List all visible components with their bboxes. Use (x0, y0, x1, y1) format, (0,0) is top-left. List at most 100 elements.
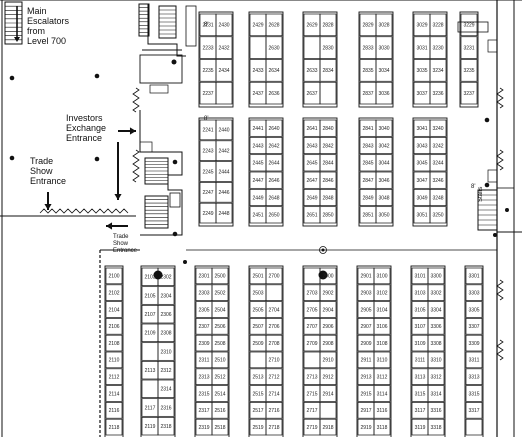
service-room (185, 5, 197, 47)
booth-number: 3235 (463, 68, 474, 74)
booth-block (198, 117, 234, 227)
booth (373, 267, 391, 285)
booth-number: 3114 (377, 391, 388, 397)
booth (319, 284, 337, 301)
booth (429, 13, 447, 37)
booth-number: 3102 (376, 291, 387, 297)
booth (319, 154, 337, 172)
booth-number: 2440 (218, 128, 229, 134)
booth-number: 3041 (416, 126, 427, 132)
booth-number: 2716 (268, 408, 279, 414)
booth (460, 59, 478, 82)
booth (429, 188, 447, 207)
booth-number: 2629 (306, 23, 317, 29)
booth-number: 3105 (414, 307, 425, 313)
booth (105, 385, 123, 402)
booth-number: 2909 (360, 341, 371, 347)
booth-number: 2846 (322, 178, 333, 184)
booth (429, 36, 447, 59)
booth-number: 2314 (160, 387, 171, 393)
column-dot (9, 155, 15, 161)
booth-number: 2502 (214, 291, 225, 297)
booth-number: 2308 (160, 331, 171, 337)
booth-number: 3248 (432, 195, 443, 201)
booth-number: 3316 (430, 408, 441, 414)
width-note-1: 8' (204, 22, 209, 28)
booth-number: 2448 (218, 211, 229, 217)
booth-number: 2906 (322, 324, 333, 330)
door-zigzag (496, 279, 504, 301)
main-escalators-label: Main Escalators from Level 700 (27, 6, 70, 46)
booth-block (412, 11, 448, 108)
booth-number: 2835 (362, 68, 373, 74)
booth-number: 3108 (376, 341, 387, 347)
booth-number: 2645 (306, 161, 317, 167)
booth-number: 2245 (202, 169, 213, 175)
booth (460, 81, 478, 105)
width-note-3: 8' (471, 184, 476, 190)
booth (249, 351, 267, 369)
booth (265, 206, 283, 224)
booth-number: 2641 (306, 126, 317, 132)
booth-number: 2302 (160, 275, 171, 281)
booth-number: 2509 (252, 341, 263, 347)
booth-number: 2705 (306, 307, 317, 313)
booth (429, 154, 447, 172)
booth (373, 368, 391, 385)
booth (157, 323, 175, 343)
booth-number: 2318 (160, 424, 171, 430)
booth-number: 2516 (214, 408, 225, 414)
booth (105, 267, 123, 285)
booth-number: 2905 (360, 307, 371, 313)
stair-room (496, 187, 515, 233)
booth (427, 402, 445, 419)
booth-number: 2919 (360, 425, 371, 431)
booth-number: 2828 (322, 23, 333, 29)
booth-number: 2449 (252, 195, 263, 201)
stairs-low (144, 195, 169, 229)
booth-block (140, 265, 176, 437)
booth (105, 318, 123, 335)
booth (157, 267, 175, 287)
booth (319, 318, 337, 335)
booth (427, 418, 445, 436)
booth-number: 2908 (322, 341, 333, 347)
booth-block (248, 11, 284, 108)
booth (429, 81, 447, 105)
booth-number: 2844 (322, 161, 333, 167)
booth-number: 2507 (252, 324, 263, 330)
column-dot (9, 75, 15, 81)
booth (319, 301, 337, 318)
booth-number: 2107 (144, 312, 155, 318)
column-dot (171, 59, 177, 65)
booth (215, 59, 233, 82)
booth-number: 2110 (109, 358, 120, 364)
booth-number: 2910 (322, 358, 333, 364)
booth-number: 2303 (198, 291, 209, 297)
arrow-head (44, 203, 52, 210)
booth (265, 418, 283, 436)
booth-number: 2713 (306, 375, 317, 381)
booth (465, 402, 483, 419)
booth (427, 301, 445, 318)
booth (375, 206, 393, 224)
booth-number: 2848 (322, 195, 333, 201)
booth-number: 2918 (322, 425, 333, 431)
booth (265, 36, 283, 59)
booth (319, 188, 337, 207)
booth-number: 2500 (214, 274, 225, 280)
booth (373, 334, 391, 352)
booth-number: 2319 (198, 425, 209, 431)
booth-number: 2911 (361, 358, 372, 364)
booth-number: 2628 (268, 23, 279, 29)
booth (375, 81, 393, 105)
booth-number: 2833 (362, 45, 373, 51)
booth (215, 202, 233, 224)
booth-number: 2432 (218, 45, 229, 51)
booth (265, 136, 283, 155)
booth-number: 3045 (416, 161, 427, 167)
booth (427, 284, 445, 301)
booth (427, 368, 445, 385)
booth (105, 334, 123, 352)
